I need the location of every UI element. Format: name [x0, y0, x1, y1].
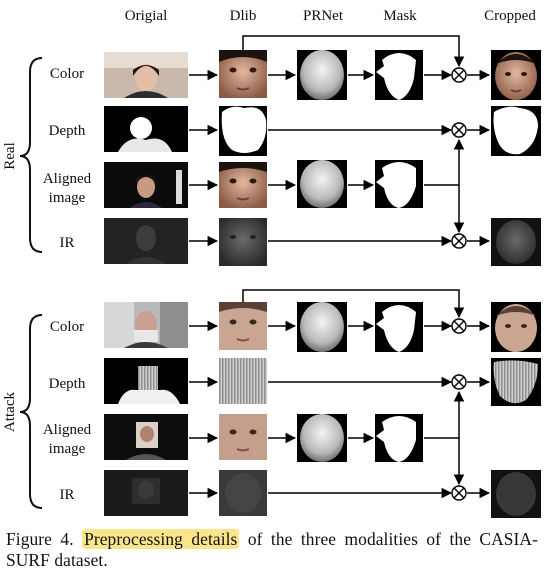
original-attack-depth	[104, 358, 188, 404]
header-mask: Mask	[383, 8, 417, 24]
curly-brace-icon	[19, 314, 43, 509]
original-real-color	[104, 52, 188, 98]
mask-attack-color	[375, 302, 423, 352]
row-label-real-depth: Depth	[49, 123, 86, 139]
dlib-real-ir	[219, 218, 267, 266]
group-label-real: Real	[2, 142, 18, 170]
header-prnet: PRNet	[303, 8, 344, 24]
group-label-attack: Attack	[2, 392, 18, 432]
row-label-real-color: Color	[50, 66, 84, 82]
original-attack-aligned	[104, 414, 188, 460]
header-original: Origial	[125, 8, 168, 24]
cropped-real-color	[491, 50, 541, 100]
original-attack-ir	[104, 470, 188, 516]
figure-caption: Figure 4. Preprocessing details of the t…	[6, 529, 538, 571]
original-real-ir	[104, 218, 188, 264]
cropped-attack-ir	[491, 470, 541, 518]
original-real-aligned	[104, 162, 188, 208]
cropped-attack-depth	[491, 358, 541, 406]
cropped-attack-color	[491, 302, 541, 352]
row-label-attack-depth: Depth	[49, 376, 86, 392]
mask-attack-aligned	[375, 414, 423, 462]
flow-arrows-real	[189, 35, 491, 247]
circle-cross-icon	[451, 374, 467, 390]
dlib-real-depth	[219, 106, 267, 156]
curly-brace-icon	[19, 57, 43, 253]
caption-prefix: Figure 4.	[6, 529, 74, 549]
row-label-real-ir: IR	[60, 235, 75, 251]
mask-real-aligned	[375, 160, 423, 208]
flow-arrows-attack	[189, 289, 491, 499]
dlib-real-color	[219, 50, 267, 98]
original-attack-color	[104, 302, 188, 348]
circle-cross-icon	[451, 67, 467, 83]
original-real-depth	[104, 106, 188, 152]
dlib-real-aligned	[219, 162, 267, 208]
combine-operators	[451, 67, 467, 501]
dlib-attack-color	[219, 302, 267, 350]
circle-cross-icon	[451, 318, 467, 334]
cropped-real-depth	[491, 106, 541, 156]
prnet-attack-aligned	[297, 414, 347, 462]
cropped-real-ir	[491, 218, 541, 266]
dlib-attack-depth	[219, 358, 267, 404]
caption-highlight: Preprocessing details	[82, 529, 240, 549]
header-cropped: Cropped	[484, 8, 536, 24]
row-label-attack-color: Color	[50, 319, 84, 335]
mask-real-color	[375, 50, 423, 100]
circle-cross-icon	[451, 122, 467, 138]
prnet-real-aligned	[297, 160, 347, 208]
caption-text: of the three modalities of the CASIA-SUR…	[6, 529, 538, 570]
circle-cross-icon	[451, 233, 467, 249]
row-label-attack-ir: IR	[60, 487, 75, 503]
circle-cross-icon	[451, 485, 467, 501]
dlib-attack-aligned	[219, 414, 267, 460]
prnet-attack-color	[297, 302, 347, 352]
dlib-attack-ir	[219, 470, 267, 516]
header-dlib: Dlib	[230, 8, 257, 24]
prnet-real-color	[297, 50, 347, 100]
